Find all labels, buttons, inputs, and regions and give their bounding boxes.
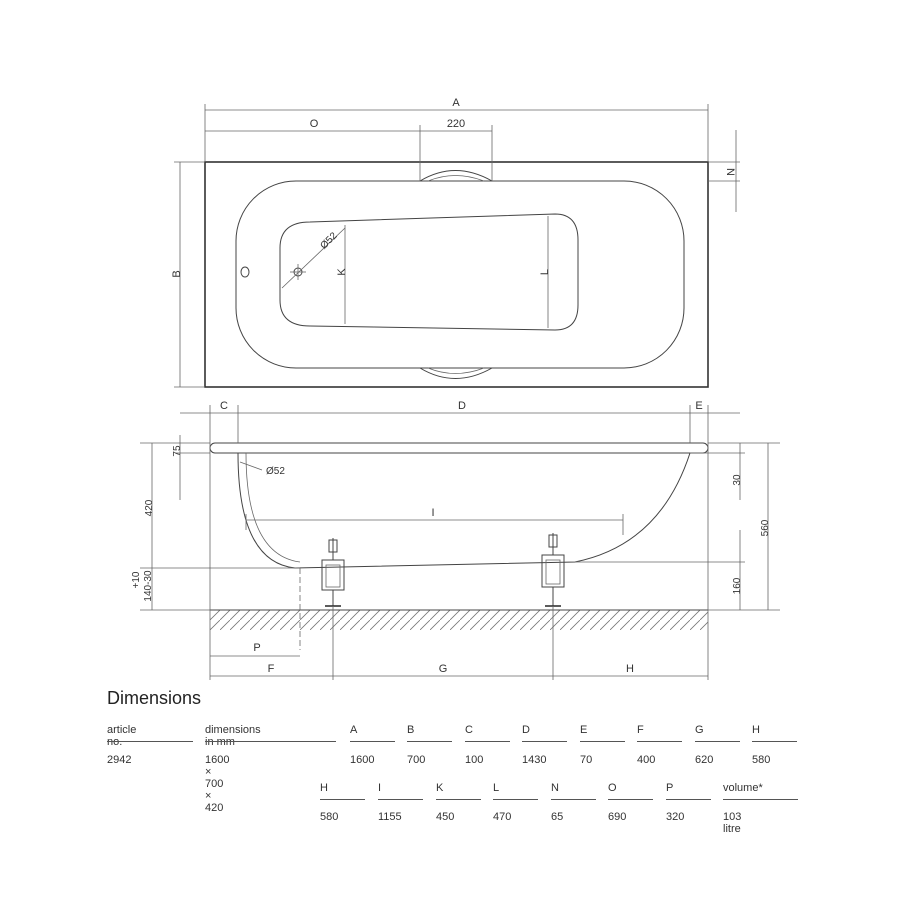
header-D: D xyxy=(522,724,530,736)
dim-label-N: N xyxy=(724,168,736,176)
dim-label-diam-side: Ø52 xyxy=(266,466,285,477)
value-L: 470 xyxy=(493,811,512,823)
header-E: E xyxy=(580,724,588,736)
floor-hatch xyxy=(210,610,708,630)
dim-label-O: O xyxy=(310,118,319,130)
overflow-icon xyxy=(240,266,250,278)
dim-label-diam-top: Ø52 xyxy=(318,230,339,251)
dim-label-F: F xyxy=(268,663,275,675)
dim-label-C: C xyxy=(220,400,228,412)
side-view: C D E 75 420 +10 140-30 30 560 160 I Ø52 xyxy=(131,400,780,680)
header-volume: volume* xyxy=(723,782,763,794)
header-N: N xyxy=(551,782,559,794)
dim-label-P: P xyxy=(253,642,260,654)
value-I: 1155 xyxy=(378,811,402,823)
header-H-2: H xyxy=(320,782,328,794)
header-G: G xyxy=(695,724,704,736)
dim-label-560: 560 xyxy=(760,519,771,536)
foot-left xyxy=(321,538,345,607)
header-article-no: article no. xyxy=(107,724,137,748)
dim-label-L: L xyxy=(539,269,551,275)
value-F: 400 xyxy=(637,754,656,766)
header-F: F xyxy=(637,724,644,736)
value-D: 1430 xyxy=(522,754,547,766)
foot-right xyxy=(541,533,565,607)
header-K: K xyxy=(436,782,444,794)
value-H-2: 580 xyxy=(320,811,339,823)
value-B: 700 xyxy=(407,754,426,766)
dim-label-30: 30 xyxy=(732,474,743,486)
dim-label-I: I xyxy=(431,507,434,519)
header-B: B xyxy=(407,724,415,736)
tub-rim-side xyxy=(209,442,709,454)
header-C: C xyxy=(465,724,473,736)
tub-outline-top xyxy=(204,161,709,388)
value-C: 100 xyxy=(465,754,484,766)
top-view: A O 220 B N K L Ø52 xyxy=(171,97,740,388)
value-K: 450 xyxy=(436,811,455,823)
header-O: O xyxy=(608,782,617,794)
dim-label-B: B xyxy=(171,270,183,277)
dim-label-420: 420 xyxy=(144,499,155,516)
dim-label-G: G xyxy=(439,663,448,675)
tub-floor-top xyxy=(279,213,579,331)
handle-bottom xyxy=(419,367,493,379)
header-A: A xyxy=(350,724,358,736)
value-volume: 103 litre xyxy=(723,811,742,835)
value-O: 690 xyxy=(608,811,627,823)
dim-label-E: E xyxy=(695,400,702,412)
header-dimensions: dimensions in mm xyxy=(205,724,261,748)
dimensions-title: Dimensions xyxy=(107,688,202,708)
dim-label-220: 220 xyxy=(447,118,465,130)
header-I: I xyxy=(378,782,382,794)
tub-body-side xyxy=(237,452,691,569)
dim-label-K: K xyxy=(336,268,348,276)
value-A: 1600 xyxy=(350,754,375,766)
dim-label-160: 160 xyxy=(732,577,743,594)
dim-label-A: A xyxy=(452,97,460,109)
tub-basin-top xyxy=(235,180,685,369)
dim-label-75: 75 xyxy=(172,445,183,457)
value-N: 65 xyxy=(551,811,564,823)
header-P: P xyxy=(666,782,674,794)
header-L: L xyxy=(493,782,500,794)
value-dimensions: 1600 × 700 × 420 xyxy=(205,754,230,814)
dim-label-H: H xyxy=(626,663,634,675)
dim-label-D: D xyxy=(458,400,466,412)
value-G: 620 xyxy=(695,754,714,766)
dim-label-140: 140-30 xyxy=(143,570,154,602)
value-H: 580 xyxy=(752,754,771,766)
bathtub-technical-drawing: A O 220 B N K L Ø52 xyxy=(131,97,780,680)
value-P: 320 xyxy=(666,811,685,823)
value-E: 70 xyxy=(580,754,593,766)
value-article-no: 2942 xyxy=(107,754,132,766)
dim-label-tol: +10 xyxy=(131,571,142,588)
header-H: H xyxy=(752,724,760,736)
handle-top xyxy=(419,170,493,182)
